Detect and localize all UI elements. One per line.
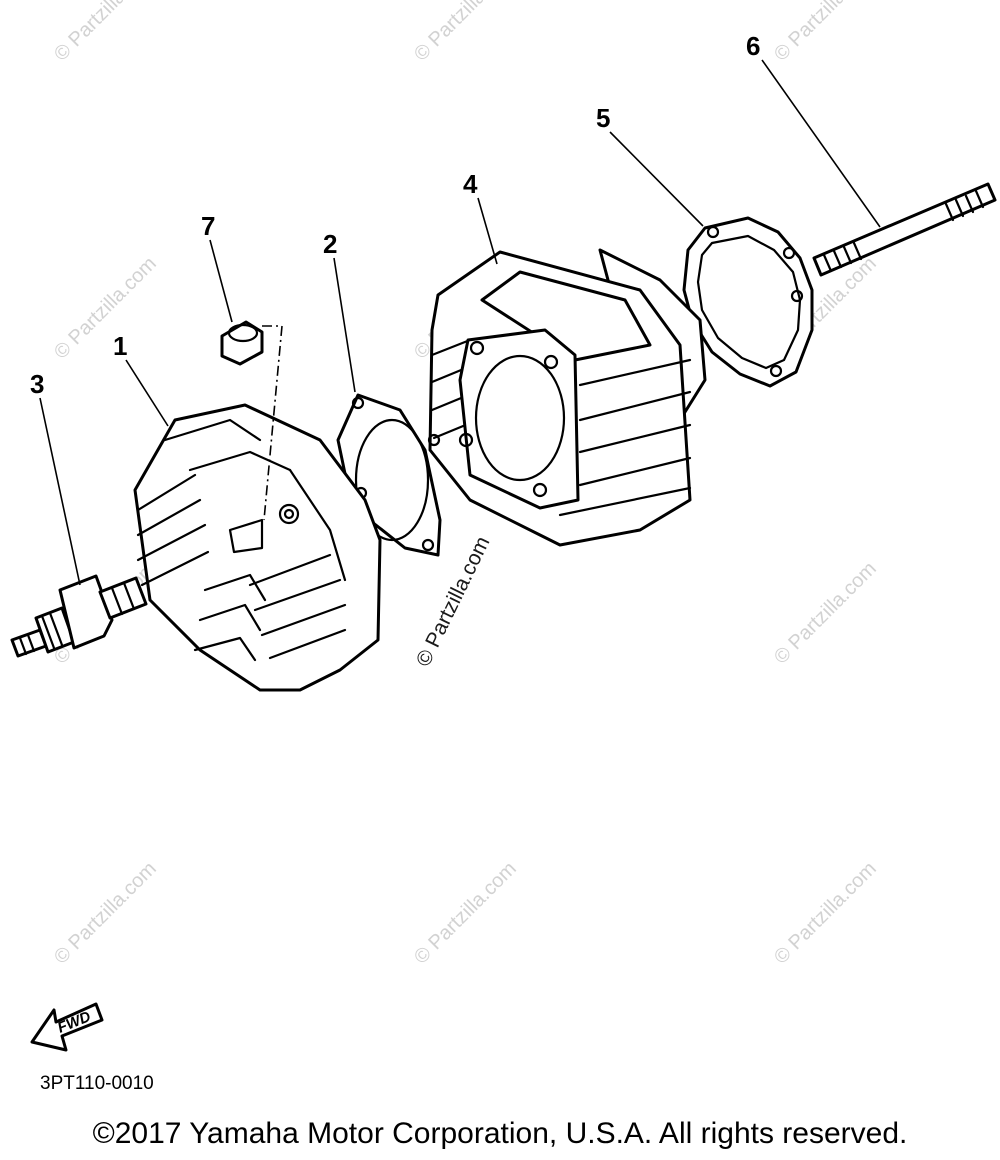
callout-7[interactable]: 7 [201, 211, 215, 241]
part-head-gasket[interactable] [336, 393, 442, 557]
watermark: © Partzilla.com [770, 0, 881, 66]
watermark: © Partzilla.com [50, 858, 161, 969]
watermark: © Partzilla.com [770, 558, 881, 669]
callout-2[interactable]: 2 [323, 229, 337, 259]
callout-4[interactable]: 4 [463, 169, 478, 199]
part-stud-bolt[interactable] [812, 182, 997, 277]
copyright-notice: ©2017 Yamaha Motor Corporation, U.S.A. A… [92, 1117, 908, 1150]
watermark: © Partzilla.com [410, 858, 521, 969]
leader-lines [39, 59, 881, 586]
leader-3 [39, 397, 81, 586]
part-spark-plug[interactable] [10, 574, 148, 658]
watermark: © Partzilla.com [50, 253, 161, 364]
callout-6[interactable]: 6 [746, 31, 760, 61]
diagram-code: 3PT110-0010 [40, 1073, 154, 1094]
watermark: © Partzilla.com [410, 0, 521, 66]
leader-6 [761, 59, 881, 228]
nut-alignment-line [262, 325, 283, 521]
watermark: © Partzilla.com [50, 0, 161, 66]
leader-7 [209, 239, 233, 323]
fwd-arrow-icon: FWD [30, 1002, 104, 1052]
callout-1[interactable]: 1 [113, 331, 127, 361]
part-cylinder-gasket[interactable] [682, 216, 814, 388]
watermark: © Partzilla.com [770, 858, 881, 969]
leader-1 [125, 359, 169, 427]
part-cylinder-head[interactable] [133, 403, 382, 692]
part-cylinder[interactable] [428, 248, 707, 547]
callout-5[interactable]: 5 [596, 103, 610, 133]
callout-3[interactable]: 3 [30, 369, 44, 399]
leader-4 [477, 197, 498, 265]
part-nut[interactable] [220, 320, 264, 366]
callout-numbers: 1 2 3 4 5 6 7 [30, 31, 760, 399]
leader-5 [609, 131, 704, 227]
leader-2 [333, 257, 356, 393]
